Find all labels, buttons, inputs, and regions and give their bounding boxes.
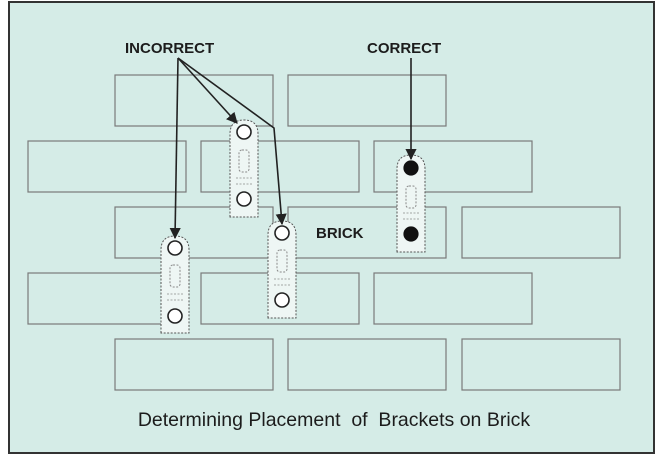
brick (373, 272, 533, 325)
correct-label: CORRECT (367, 40, 441, 57)
brick (114, 74, 274, 127)
brick-label: BRICK (316, 225, 364, 242)
fastener-hole (167, 308, 183, 324)
brick (287, 74, 447, 127)
bracket-correct (396, 154, 426, 253)
brick (27, 140, 187, 193)
brick (200, 140, 360, 193)
fastener-hole (274, 292, 290, 308)
fastener-filled (403, 226, 419, 242)
diagram-caption: Determining Placement of Brackets on Bri… (138, 409, 531, 431)
pointer-arrows (169, 57, 417, 240)
bracket-incorrect-left (160, 235, 190, 334)
arrow-incorrect-middle (177, 57, 287, 226)
bracket-incorrect-middle (267, 220, 297, 319)
fastener-hole (167, 240, 183, 256)
fastener-hole (236, 191, 252, 207)
brick (461, 338, 621, 391)
fastener-hole (274, 225, 290, 241)
arrow-incorrect-left (169, 57, 181, 240)
fastener-hole (236, 124, 252, 140)
brick (287, 338, 447, 391)
brick (27, 272, 187, 325)
brick (461, 206, 621, 259)
bracket-incorrect-top (229, 119, 259, 218)
arrow-incorrect-top (177, 57, 238, 124)
incorrect-label: INCORRECT (125, 40, 214, 57)
brick (114, 338, 274, 391)
fastener-filled (403, 160, 419, 176)
